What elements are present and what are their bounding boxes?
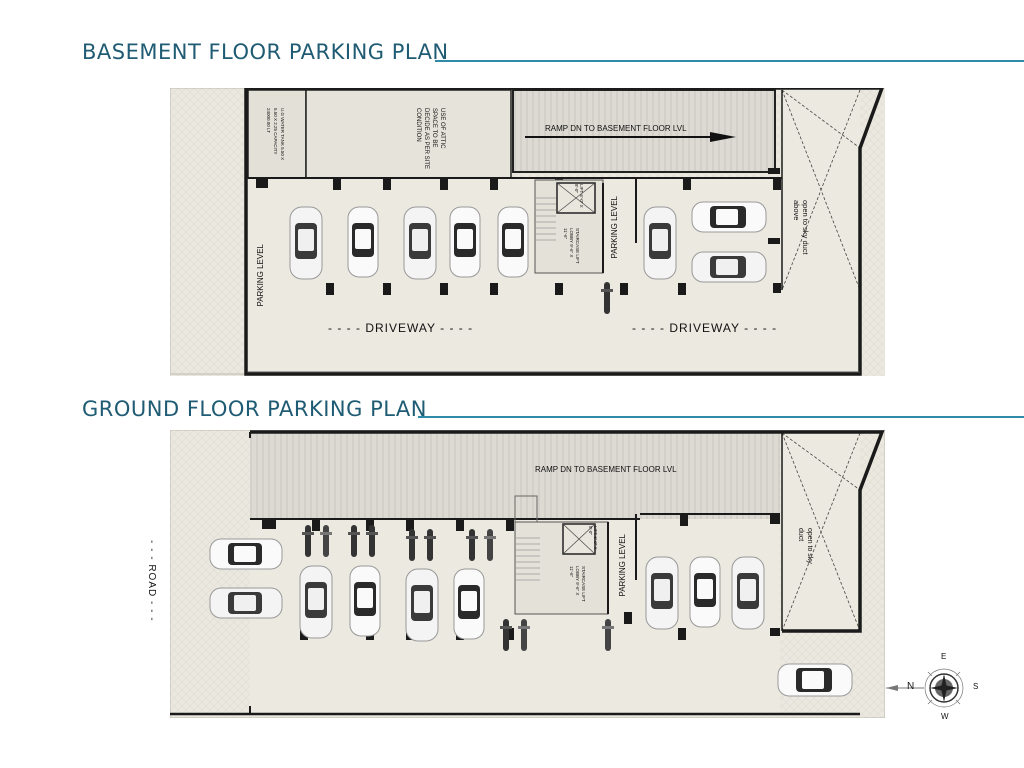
basement-title: BASEMENT FLOOR PARKING PLAN (82, 40, 449, 64)
basement-driveway-left: - - - - DRIVEWAY - - - - (328, 321, 474, 335)
compass-n: N (907, 681, 915, 692)
car-white-2 (449, 206, 481, 278)
basement-lift-note: LIFT 6'-0" X 8'-0" (574, 184, 584, 208)
car-dark-g3 (645, 556, 679, 630)
car-white-g1 (349, 565, 381, 637)
basement-tank-note: U.G WATER TANK 5.50 X 5.50 X 2.25 CAPACI… (266, 108, 285, 161)
car-dark-2 (403, 206, 437, 280)
car-white-horizontal (691, 201, 767, 233)
ground-parking-level: PARKING LEVEL (618, 534, 627, 597)
car-dark-horizontal (691, 251, 767, 283)
basement-attic-note: USE OF ATTIC SPACE TO BE DECIDE AS PER S… (415, 108, 445, 170)
motorbike-g8 (484, 529, 496, 561)
motorbike-1 (601, 282, 613, 314)
basement-parking-level-right: PARKING LEVEL (610, 196, 619, 259)
basement-parking-level-left: PARKING LEVEL (256, 244, 265, 307)
ground-plan: RAMP DN TO BASEMENT FLOOR LVL PARKING LE… (170, 430, 885, 718)
car-white-1 (347, 206, 379, 278)
car-dark-1 (289, 206, 323, 280)
motorbike-g7 (466, 529, 478, 561)
ground-title: GROUND FLOOR PARKING PLAN (82, 397, 427, 421)
ground-plan-drawing (170, 430, 885, 718)
car-white-g2 (453, 568, 485, 640)
compass-rose-icon (886, 668, 964, 708)
compass-e: E (941, 652, 947, 661)
car-white-3 (497, 206, 529, 278)
motorbike-g1 (302, 525, 314, 557)
motorbike-g6 (424, 529, 436, 561)
car-dark-g1 (299, 565, 333, 639)
car-dark-g4 (731, 556, 765, 630)
compass-w: W (941, 712, 949, 721)
car-white-road-1 (209, 538, 283, 570)
ground-lift-note: LIFT 6'-0" X 8'-0" (588, 526, 598, 550)
basement-plan-drawing (170, 88, 885, 376)
motorbike-g10 (518, 619, 530, 651)
ground-title-rule (418, 416, 1024, 418)
basement-ramp-label: RAMP DN TO BASEMENT FLOOR LVL (545, 124, 687, 133)
basement-duct-note: open to sky duct above (792, 200, 810, 255)
car-white-g3 (689, 556, 721, 628)
motorbike-g5 (406, 529, 418, 561)
motorbike-g4 (366, 525, 378, 557)
car-dark-3 (643, 206, 677, 280)
basement-plan: - - - - DRIVEWAY - - - - - - - - DRIVEWA… (170, 88, 885, 376)
motorbike-g2 (320, 525, 332, 557)
ground-ramp-label: RAMP DN TO BASEMENT FLOOR LVL (535, 465, 677, 474)
ground-duct-note: open to sky duct (797, 528, 813, 564)
compass-s: S (973, 682, 979, 691)
basement-driveway-right: - - - - DRIVEWAY - - - - (632, 321, 778, 335)
basement-title-rule (435, 60, 1024, 62)
motorbike-g3 (348, 525, 360, 557)
car-dark-road-1 (209, 587, 283, 619)
road-label: - - - ROAD - - - (146, 540, 157, 622)
car-white-entry (777, 663, 853, 697)
ground-staircase-note: STAIRCASE LIFT LOBBY 9'-6" X 11'-6" (569, 566, 586, 602)
motorbike-g9 (500, 619, 512, 651)
basement-staircase-note: STAIRCASE LIFT LOBBY 9'-6" X 11'-6" (563, 228, 580, 264)
car-dark-g2 (405, 568, 439, 642)
motorbike-g11 (602, 619, 614, 651)
